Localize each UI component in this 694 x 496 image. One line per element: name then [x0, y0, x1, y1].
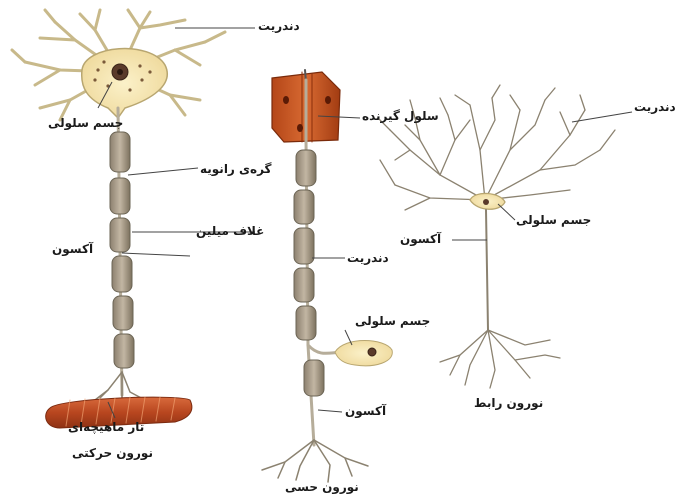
- caption-sensory-neuron: نورون حسی: [285, 480, 359, 494]
- label-dendrite-inter: دندریت: [634, 100, 676, 114]
- motor-neuron: [12, 10, 225, 428]
- label-cell-body-inter: جسم سلولی: [516, 213, 591, 227]
- interneuron-axon: [486, 210, 488, 330]
- sensory-cell-body: [335, 341, 392, 366]
- label-axon-inter: آکسون: [400, 232, 441, 246]
- label-myelin-sheath: غلاف میلین: [196, 224, 264, 238]
- label-dendrite-sensory: دندریت: [347, 251, 389, 265]
- sensory-myelin-sheath: [294, 150, 316, 340]
- sensory-neuron: [262, 70, 392, 482]
- label-node-of-ranvier: گره‌ی رانویه: [200, 162, 272, 176]
- motor-cell-body: [82, 49, 168, 118]
- caption-motor-neuron: نورون حرکتی: [72, 446, 153, 460]
- label-cell-body-motor: جسم سلولی: [48, 116, 123, 130]
- interneuron-dendrites: [378, 85, 615, 210]
- label-axon-sensory: آکسون: [345, 404, 386, 418]
- label-dendrite-motor: دندریت: [258, 19, 300, 33]
- caption-interneuron: نورون رابط: [474, 396, 543, 410]
- label-muscle-fiber: تار ماهیچه‌ای: [68, 420, 144, 434]
- label-receptor-cell: سلول گیرنده: [362, 109, 439, 123]
- label-axon-motor: آکسون: [52, 242, 93, 256]
- label-cell-body-sensory: جسم سلولی: [355, 314, 430, 328]
